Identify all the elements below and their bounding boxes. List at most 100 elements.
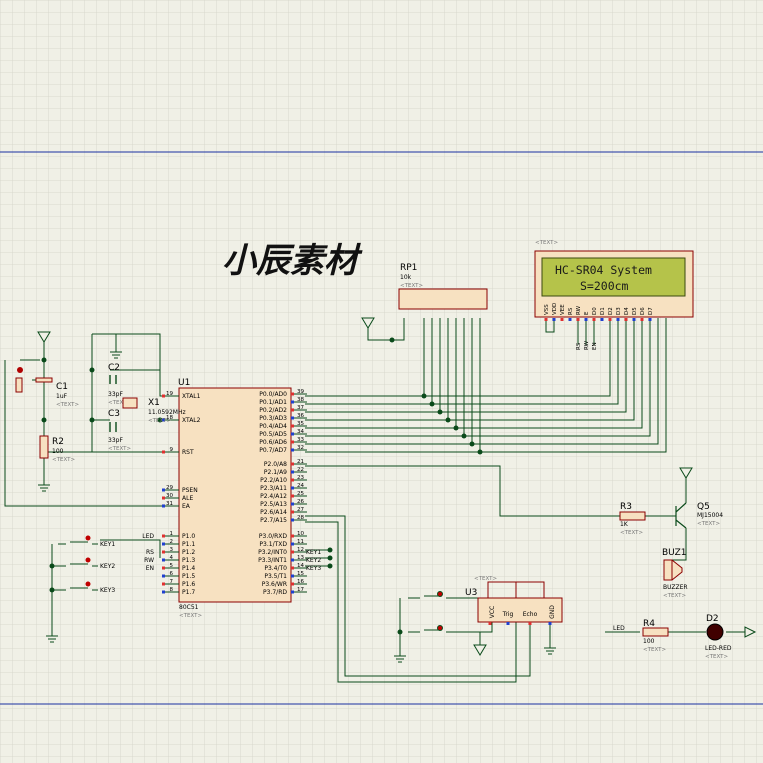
u1-pin-number: 33 [297,437,304,443]
u1-pin-marker [162,590,165,594]
u1-pin-marker [291,440,294,444]
key-actuator [85,581,91,587]
key-switch-symbol [58,541,98,545]
u3-pin-label: VCC [489,606,496,618]
u1-pin-number: 8 [170,587,174,593]
u1-pin-number: 16 [297,579,304,585]
lcd-pin-label: E [584,311,590,315]
key-3-button[interactable]: KEY3 [58,581,115,595]
r3-ref: R3 [620,502,632,512]
key-label: KEY3 [100,587,115,594]
x1-crystal[interactable]: X1 11.0592MHz <TEXT> [122,397,186,424]
buz1-ref: BUZ1 [662,548,687,558]
lcd-pin-label: D4 [624,307,630,315]
lcd-pin-label: RS [568,307,574,315]
u1-pin-name: EA [182,503,191,510]
u1-pin-marker [162,534,165,538]
u1-pin-number: 34 [297,429,304,435]
u1-pin-number: 4 [170,555,174,561]
u1-pin-number: 24 [297,483,304,489]
u1-pin-name: XTAL1 [182,393,201,400]
u3-ref: U3 [465,588,477,598]
u1-pin-marker [291,566,294,570]
lcd-pin-label: VDD [552,303,558,315]
u1-pin-name: P3.7/RD [263,589,287,596]
u1-pin-marker [291,518,294,522]
r3-resistor[interactable]: R3 1K <TEXT> [619,502,646,536]
c3-capacitor[interactable]: C3 33pF <TEXT> [108,409,131,452]
u1-pin-name: P2.1/A9 [264,469,287,476]
lcd-ctrl-label: RS [576,342,582,350]
c2-value: 33pF [108,391,123,398]
buz1-placeholder: <TEXT> [663,593,686,599]
c1-capacitor[interactable]: C1 1uF <TEXT> [15,367,79,408]
lcd-pin-label: D7 [648,307,654,315]
key-1-button[interactable]: KEY1 [58,535,115,549]
u1-pin-number: 23 [297,475,304,481]
u1-pin-marker [291,400,294,404]
u1-pin-marker [162,574,165,578]
r4-resistor[interactable]: LED R4 100 <TEXT> [613,619,669,653]
u1-net-label: KEY2 [306,557,321,564]
c2-placeholder: <TEXT> [108,400,131,406]
u3-pin-marker [528,622,532,625]
q5-placeholder: <TEXT> [697,521,720,527]
u1-pin-name: P2.3/A11 [260,485,287,492]
u1-pin-marker [291,408,294,412]
u1-net-label: RW [144,557,154,564]
u1-pin-marker [291,486,294,490]
u1-pin-name: P1.6 [182,581,195,588]
u1-pin-marker [291,462,294,466]
u1-pin-number: 12 [297,547,304,553]
r2-resistor[interactable]: R2 100 <TEXT> [39,435,75,463]
key-2-button[interactable]: KEY2 [58,557,115,571]
u1-pin-number: 9 [170,447,174,453]
u1-pin-name: P2.6/A14 [260,509,287,516]
lcd-pin-marker [600,318,604,321]
lcd-pin-label: D0 [592,307,598,315]
u1-pin-name: P0.1/AD1 [259,399,287,406]
rp1-resistor-pack[interactable]: RP1 10k <TEXT> [398,263,488,310]
junctions [41,337,483,635]
u1-pin-name: P3.1/TXD [259,541,287,548]
r2-ref: R2 [52,437,64,447]
u1-pin-number: 19 [166,391,173,397]
u1-pin-marker [291,416,294,420]
u1-pin-number: 25 [297,491,304,497]
u1-pin-marker [291,534,294,538]
lcd-pin-label: VEE [560,304,566,315]
u1-pin-number: 32 [297,445,304,451]
u1-pin-name: P0.7/AD7 [259,447,287,454]
u1-pin-number: 22 [297,467,304,473]
rp1-placeholder: <TEXT> [400,283,423,289]
d2-led[interactable]: D2 LED-RED <TEXT> [705,614,732,660]
c2-capacitor[interactable]: C2 33pF <TEXT> [108,363,131,406]
u3-pin-marker [488,622,492,625]
c1-value: 1uF [56,393,68,400]
lcd-line1: HC-SR04 System [555,263,652,277]
u1-pin-name: P1.7 [182,589,195,596]
u1-pin-marker [291,574,294,578]
q5-transistor[interactable]: Q5 MJ15004 <TEXT> [675,502,723,529]
u1-pin-name: P3.0/RXD [259,533,287,540]
c2-ref: C2 [108,363,120,373]
r2-value: 100 [52,448,64,455]
watermark-text: 小辰素材 [222,241,363,281]
u1-pin-marker [162,450,165,454]
lcd-pin-marker [632,318,636,321]
u1-pin-number: 29 [166,485,173,491]
buz1-buzzer[interactable]: BUZ1 BUZZER <TEXT> [662,548,688,599]
u1-pin-marker [291,432,294,436]
d2-placeholder: <TEXT> [705,654,728,660]
u1-pin-marker [291,392,294,396]
q5-value: MJ15004 [697,512,723,519]
u1-pin-name: P1.2 [182,549,195,556]
